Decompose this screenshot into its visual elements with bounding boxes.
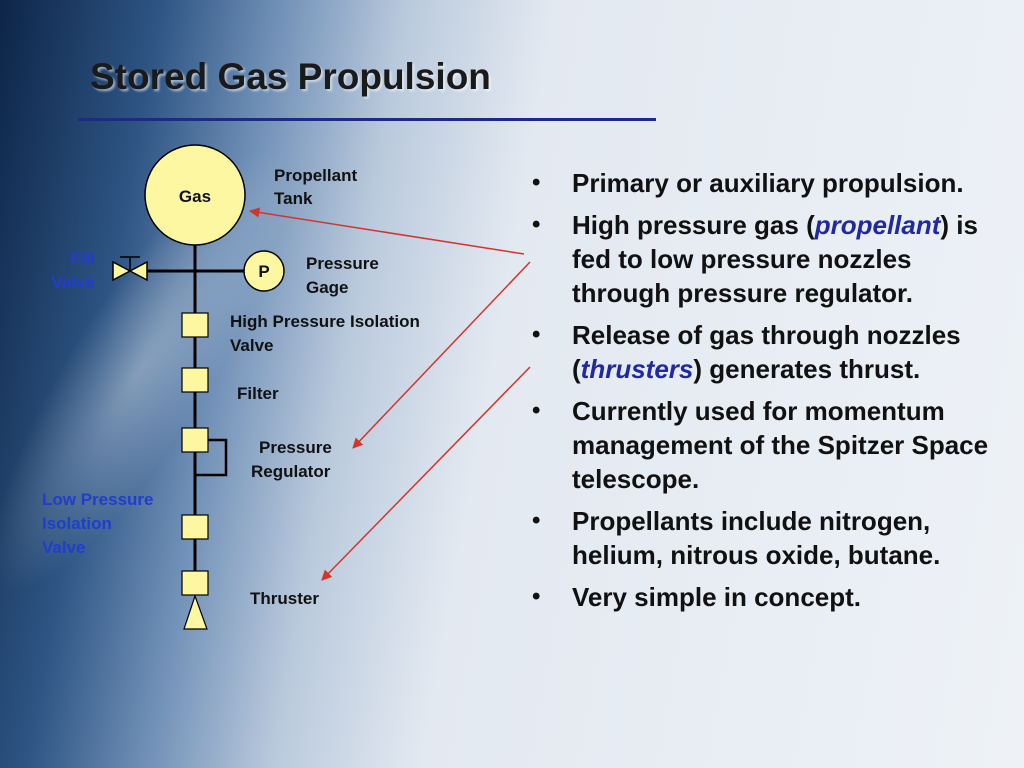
thruster-valve	[181, 570, 209, 596]
bullet-list: Primary or auxiliary propulsion. High pr…	[530, 166, 994, 622]
lp-valve-label-line1: Low Pressure	[42, 490, 154, 509]
lp-isolation-valve	[181, 514, 209, 540]
filter-label: Filter	[237, 384, 279, 403]
fill-valve-symbol	[112, 256, 148, 282]
pressure-regulator	[181, 427, 209, 453]
tank-label: Gas	[179, 187, 211, 206]
thruster-nozzle	[183, 594, 208, 630]
regulator-label-line2: Regulator	[251, 462, 331, 481]
propellant-term: propellant	[814, 210, 941, 240]
fill-valve-label-line2: Valve	[52, 273, 96, 292]
arrow-to-thruster	[321, 366, 531, 581]
tank-caption-line1: Propellant	[274, 166, 357, 185]
slide-title: Stored Gas Propulsion	[90, 56, 491, 97]
gage-caption-line1: Pressure	[306, 254, 379, 273]
lp-valve-label-line2: Isolation	[42, 514, 112, 533]
gage-caption-line2: Gage	[306, 278, 349, 297]
tank-caption-line2: Tank	[274, 189, 313, 208]
pressure-gage	[243, 250, 285, 292]
filter	[181, 367, 209, 393]
bullet-item: Very simple in concept.	[530, 580, 994, 614]
hp-valve-label-line2: Valve	[230, 336, 274, 355]
regulator-bypass-line	[195, 438, 228, 477]
bullet-item: Currently used for momentum management o…	[530, 394, 994, 496]
bullet-item: Primary or auxiliary propulsion.	[530, 166, 994, 200]
fill-valve-label-line1: Fill	[70, 249, 95, 268]
bullet-item: Propellants include nitrogen, helium, ni…	[530, 504, 994, 572]
propellant-tank	[144, 144, 246, 246]
lp-valve-label-line3: Valve	[42, 538, 86, 557]
bullet-item: Release of gas through nozzles (thruster…	[530, 318, 994, 386]
bullet-item: High pressure gas (propellant) is fed to…	[530, 208, 994, 310]
thruster-label: Thruster	[250, 589, 319, 608]
arrow-to-pressure-regulator	[352, 261, 531, 449]
arrow-to-propellant-tank	[248, 207, 525, 255]
gage-label: P	[258, 262, 269, 281]
thrusters-term: thrusters	[580, 354, 694, 384]
title-underline	[78, 118, 656, 121]
hp-valve-label-line1: High Pressure Isolation	[230, 312, 420, 331]
hp-isolation-valve	[181, 312, 209, 338]
regulator-label-line1: Pressure	[259, 438, 332, 457]
